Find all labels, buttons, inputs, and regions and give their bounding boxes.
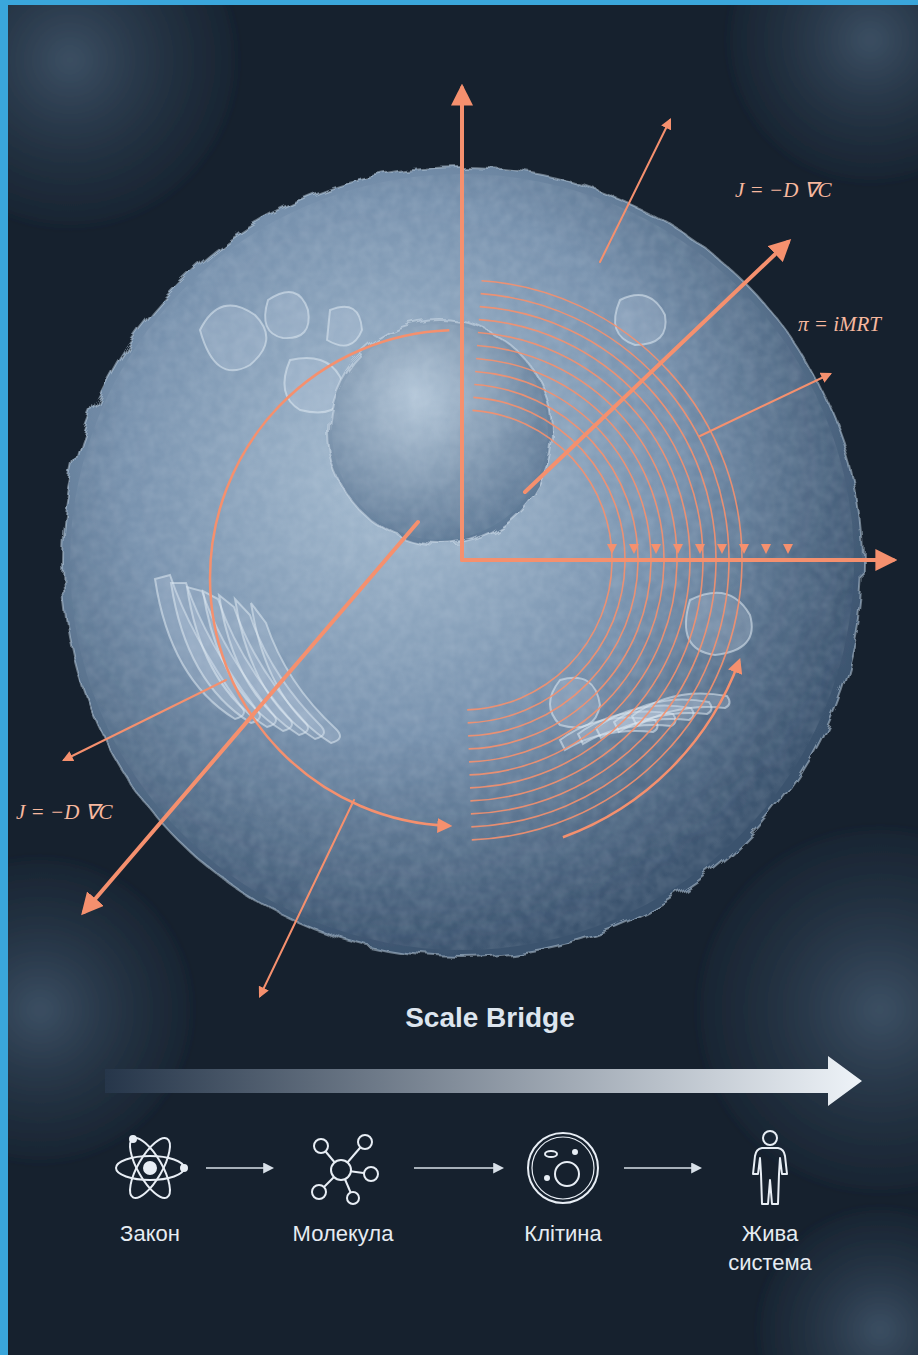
step-label: Клітина bbox=[524, 1220, 601, 1249]
flux-tick bbox=[607, 544, 617, 554]
step-label: Молекула bbox=[293, 1220, 394, 1249]
organelle bbox=[686, 593, 752, 655]
organelle bbox=[200, 305, 266, 370]
scale-step: Клітина bbox=[508, 1128, 618, 1249]
flux-arrow bbox=[64, 680, 226, 760]
frame-strip bbox=[0, 0, 8, 1355]
flux-arrow bbox=[700, 374, 830, 436]
frame-strip bbox=[0, 0, 918, 5]
flux-overlay bbox=[64, 88, 893, 996]
flux-arrow bbox=[525, 242, 788, 492]
organelle bbox=[265, 292, 309, 338]
scale-arrow bbox=[105, 1056, 862, 1106]
scale-connector bbox=[414, 1167, 502, 1169]
scale-step: Жива система bbox=[706, 1128, 834, 1277]
flux-arrow bbox=[260, 800, 354, 996]
flux-arrow bbox=[600, 120, 670, 262]
flux-tick bbox=[717, 544, 727, 554]
background-cell bbox=[730, 0, 918, 180]
flux-tick bbox=[783, 544, 793, 554]
organelle bbox=[327, 307, 362, 346]
axis-arrow bbox=[462, 558, 893, 562]
formula-label: J = −D ∇C bbox=[16, 800, 113, 825]
background-cell bbox=[700, 830, 918, 1190]
background-cell bbox=[0, 860, 190, 1160]
flux-tick bbox=[739, 544, 749, 554]
organelle bbox=[615, 295, 666, 345]
atom-icon bbox=[110, 1128, 190, 1208]
scale-connector bbox=[206, 1167, 272, 1169]
step-label: Жива система bbox=[706, 1220, 834, 1277]
flux-tick bbox=[651, 544, 661, 554]
step-label: Закон bbox=[120, 1220, 180, 1249]
human-icon bbox=[730, 1128, 810, 1208]
scale-step: Закон bbox=[100, 1128, 200, 1249]
scale-heading: Scale Bridge bbox=[290, 1002, 690, 1034]
background-cell bbox=[0, 0, 235, 225]
molecule-icon bbox=[303, 1128, 383, 1208]
axis-arrow bbox=[460, 88, 464, 560]
flux-arrow bbox=[84, 522, 418, 912]
organelle bbox=[550, 678, 600, 728]
er-tube bbox=[251, 603, 340, 743]
nucleus bbox=[328, 320, 552, 544]
flux-tick bbox=[673, 544, 683, 554]
flux-tick bbox=[629, 544, 639, 554]
flux-tick bbox=[761, 544, 771, 554]
scale-connector bbox=[624, 1167, 700, 1169]
flux-tick bbox=[695, 544, 705, 554]
formula-label: J = −D ∇C bbox=[735, 178, 832, 203]
nucleus-texture bbox=[332, 324, 548, 540]
scale-step: Молекула bbox=[278, 1128, 408, 1249]
formula-label: π = iMRT bbox=[798, 312, 881, 337]
flow-arc bbox=[563, 661, 739, 837]
flow-arc bbox=[210, 330, 449, 826]
cell-icon bbox=[523, 1128, 603, 1208]
